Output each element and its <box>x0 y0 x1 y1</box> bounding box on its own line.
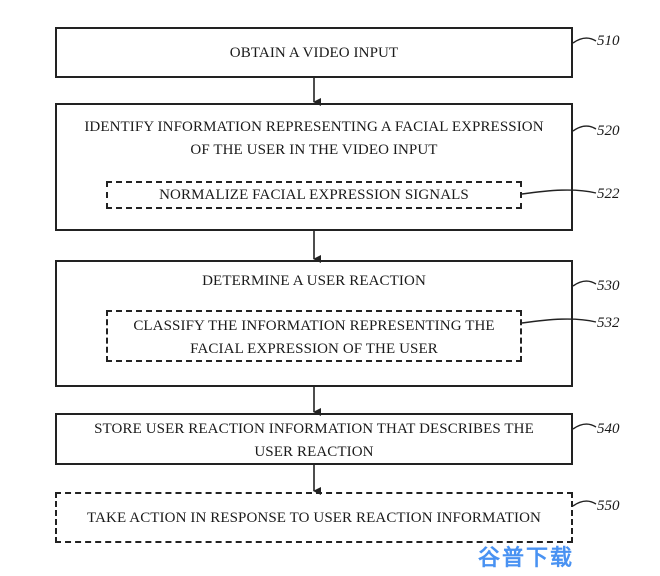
watermark-logo: 谷普下载 <box>478 546 575 571</box>
ref-522: 522 <box>597 186 620 202</box>
step-520-line-2: OF THE USER IN THE VIDEO INPUT <box>190 142 438 158</box>
ref-510: 510 <box>597 33 620 49</box>
step-532-line-2: FACIAL EXPRESSION OF THE USER <box>190 341 438 357</box>
step-532-line-1: CLASSIFY THE INFORMATION REPRESENTING TH… <box>133 318 495 334</box>
leader-510 <box>572 37 597 44</box>
leader-530 <box>572 280 597 287</box>
leader-520 <box>572 125 597 132</box>
step-520-line-1: IDENTIFY INFORMATION REPRESENTING A FACI… <box>84 119 544 135</box>
step-510-box: OBTAIN A VIDEO INPUT <box>55 27 573 78</box>
ref-520: 520 <box>597 123 620 139</box>
ref-530: 530 <box>597 278 620 294</box>
step-540-line-1: STORE USER REACTION INFORMATION THAT DES… <box>94 421 534 437</box>
step-540-line-2: USER REACTION <box>254 444 374 460</box>
step-540-box: STORE USER REACTION INFORMATION THAT DES… <box>55 413 573 465</box>
ref-550: 550 <box>597 498 620 514</box>
ref-540: 540 <box>597 421 620 437</box>
step-510-text: OBTAIN A VIDEO INPUT <box>229 45 399 61</box>
leader-540 <box>572 423 597 430</box>
step-550-box: TAKE ACTION IN RESPONSE TO USER REACTION… <box>55 492 573 543</box>
step-520-box: IDENTIFY INFORMATION REPRESENTING A FACI… <box>55 103 573 231</box>
step-530-text: DETERMINE A USER REACTION <box>202 273 426 289</box>
step-532-box: CLASSIFY THE INFORMATION REPRESENTING TH… <box>106 310 522 362</box>
step-522-box: NORMALIZE FACIAL EXPRESSION SIGNALS <box>106 181 522 209</box>
ref-532: 532 <box>597 315 620 331</box>
leader-550 <box>572 500 597 507</box>
step-522-text: NORMALIZE FACIAL EXPRESSION SIGNALS <box>159 187 469 203</box>
step-550-text: TAKE ACTION IN RESPONSE TO USER REACTION… <box>87 510 541 526</box>
